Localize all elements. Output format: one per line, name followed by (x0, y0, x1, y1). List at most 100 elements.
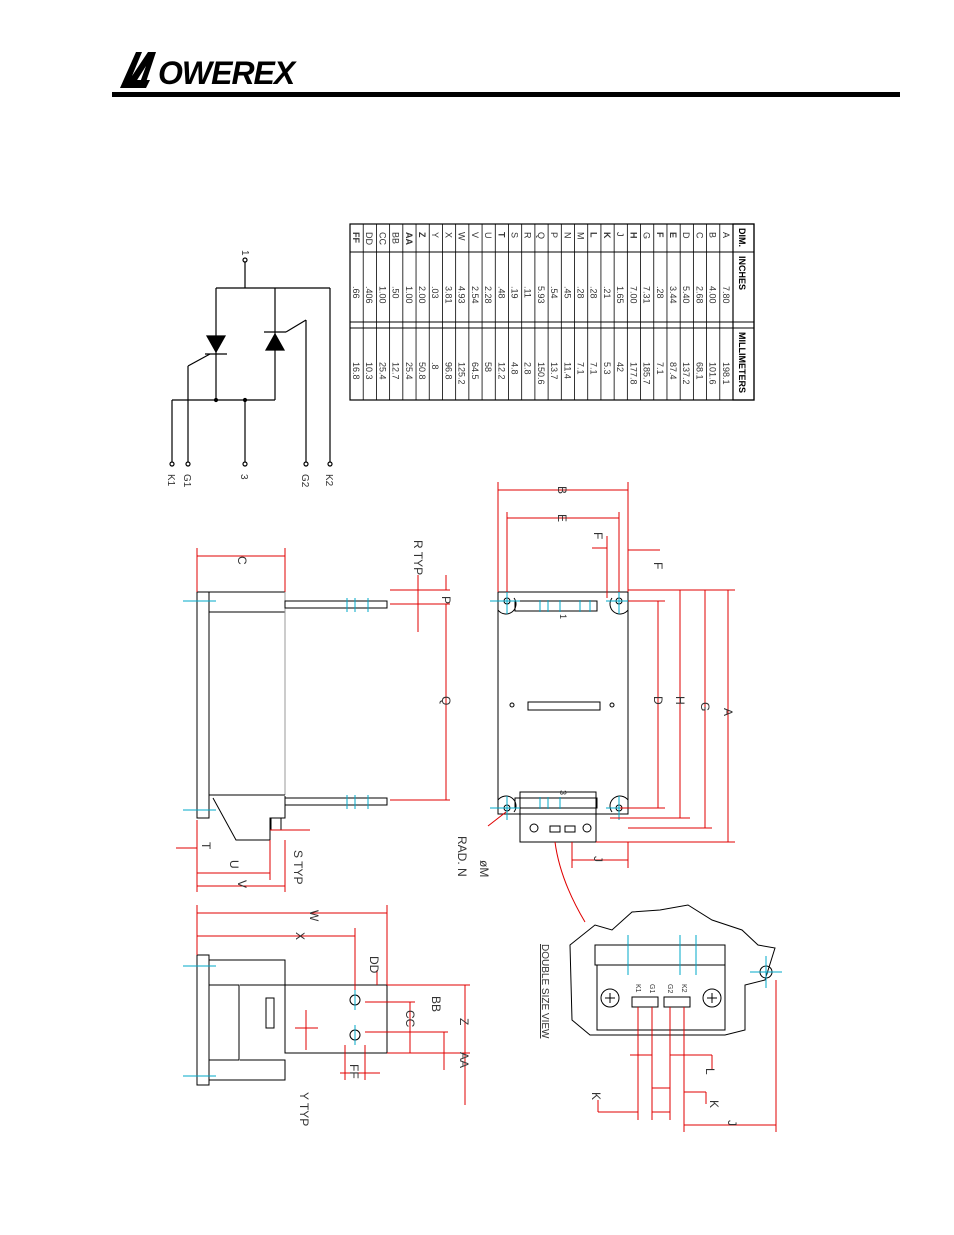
header-rule (112, 92, 900, 97)
side-view-dimensions (176, 548, 450, 892)
dim-j-label: J (591, 856, 605, 862)
dim-cc-label: CC (403, 1010, 417, 1028)
table-inches-cell: 5.93 (536, 286, 546, 304)
table-mm-cell: .8 (430, 362, 440, 370)
table-mm-cell: 7.1 (576, 362, 586, 375)
top-view-dimensions (487, 482, 735, 923)
dim-t-label: T (199, 842, 213, 850)
table-inches-cell: 7.31 (642, 286, 652, 304)
table-mm-cell: 12.7 (391, 362, 401, 380)
table-header-cell: INCHES (737, 256, 747, 290)
table-mm-cell: 96.8 (443, 362, 453, 380)
dim-u-label: U (227, 860, 241, 869)
table-dim-cell: X (443, 232, 453, 238)
table-inches-cell: 2.28 (483, 286, 493, 304)
table-mm-cell: 13.7 (549, 362, 559, 380)
table-inches-cell: .48 (496, 286, 506, 299)
table-inches-cell: .50 (391, 286, 401, 299)
side-view-labels: C R TYP P Q T U V S TYP (199, 540, 453, 888)
table-mm-cell: 5.3 (602, 362, 612, 375)
dim-f2-label: F (651, 562, 665, 569)
table-dim-cell: Z (417, 232, 427, 238)
table-inches-cell: 1.00 (377, 286, 387, 304)
top-view-labels: B E F F D H G A J RAD. N øM 1 3 (455, 486, 735, 877)
table-dim-cell: F (655, 232, 665, 238)
dim-v-label: V (235, 880, 249, 888)
terminal-g2-marker: G2 (666, 984, 673, 993)
table-dim-cell: E (668, 232, 678, 238)
table-inches-cell: .28 (576, 286, 586, 299)
terminal-k2-marker: K2 (680, 984, 687, 993)
dim-y-typ-label: Y TYP (297, 1092, 311, 1126)
table-inches-cell: 5.40 (681, 286, 691, 304)
table-dim-cell: Y (430, 232, 440, 238)
dim-phi-m-label: øM (477, 860, 491, 877)
table-mm-cell: 68.1 (694, 362, 704, 380)
end-view-labels: W X DD BB CC Z AA FF Y TYP (293, 910, 471, 1126)
table-inches-cell: .45 (562, 286, 572, 299)
table-dim-cell: FF (351, 232, 361, 243)
terminal-k1-marker: K1 (634, 984, 641, 993)
table-dim-cell: R (523, 232, 533, 239)
side-view (196, 591, 388, 841)
table-inches-cell: 4.00 (708, 286, 718, 304)
dim-j-detail-label: J (725, 1120, 739, 1126)
table-inches-cell: 3.44 (668, 286, 678, 304)
table-mm-cell: 25.4 (404, 362, 414, 380)
dim-dd-label: DD (367, 956, 381, 974)
schematic-labels: 1 K1 G1 3 G2 K2 (165, 250, 334, 488)
table-mm-cell: 150.6 (536, 362, 546, 385)
table-dim-cell: J (615, 232, 625, 237)
table-mm-cell: 177.8 (628, 362, 638, 385)
table-inches-cell: 2.68 (694, 286, 704, 304)
table-inches-cell: 1.00 (404, 286, 414, 304)
dim-g-label: G (698, 702, 712, 711)
table-mm-cell: 10.3 (364, 362, 374, 380)
table-dim-cell: D (681, 232, 691, 239)
table-dim-cell: G (642, 232, 652, 239)
table-dim-cell: Q (536, 232, 546, 239)
dim-z-label: Z (457, 1018, 471, 1025)
end-view-centerlines (183, 965, 356, 1077)
table-header-cell: DIM. (737, 228, 747, 247)
dim-r-typ-label: R TYP (411, 540, 425, 575)
table-dim-cell: C (694, 232, 704, 239)
table-inches-cell: .28 (655, 286, 665, 299)
table-dim-cell: S (509, 232, 519, 238)
end-view-dimensions (196, 905, 470, 1105)
double-size-centerlines (627, 935, 782, 988)
table-mm-cell: 25.4 (377, 362, 387, 380)
table-dim-cell: B (708, 232, 718, 238)
table-mm-cell: 4.8 (509, 362, 519, 375)
table-dim-cell: V (470, 232, 480, 238)
table-dim-cell: W (457, 232, 467, 241)
table-dim-cell: BB (391, 232, 401, 244)
table-dim-cell: K (602, 232, 612, 239)
terminal-3-marker: 3 (558, 790, 568, 795)
table-mm-cell: 64.5 (470, 362, 480, 380)
page-header: OWEREX (0, 0, 954, 110)
table-mm-cell: 12.2 (496, 362, 506, 380)
table-dim-cell: L (589, 232, 599, 238)
table-header-cell: MILLIMETERS (737, 332, 747, 393)
circuit-schematic (169, 257, 333, 467)
table-mm-cell: 50.8 (417, 362, 427, 380)
table-mm-cell: 58 (483, 362, 493, 372)
dim-bb-label: BB (429, 996, 443, 1012)
table-dim-cell: M (576, 232, 586, 240)
double-size-labels: DOUBLE SIZE VIEW L K K J K1 G1 G2 K2 (539, 944, 739, 1126)
dim-s-typ-label: S TYP (291, 850, 305, 884)
table-dim-cell: H (628, 232, 638, 239)
table-dim-cell: A (721, 232, 731, 238)
dim-k1-label: K (589, 1092, 603, 1100)
table-inches-cell: 7.00 (628, 286, 638, 304)
dim-w-label: W (307, 910, 321, 922)
dim-k2-label: K (707, 1100, 721, 1108)
table-dim-cell: AA (404, 232, 414, 245)
terminal-g1-marker: G1 (648, 984, 655, 993)
dim-b-label: B (555, 486, 569, 494)
double-size-view (569, 904, 776, 1036)
table-inches-cell: 3.81 (443, 286, 453, 304)
table-inches-cell: .66 (351, 286, 361, 299)
